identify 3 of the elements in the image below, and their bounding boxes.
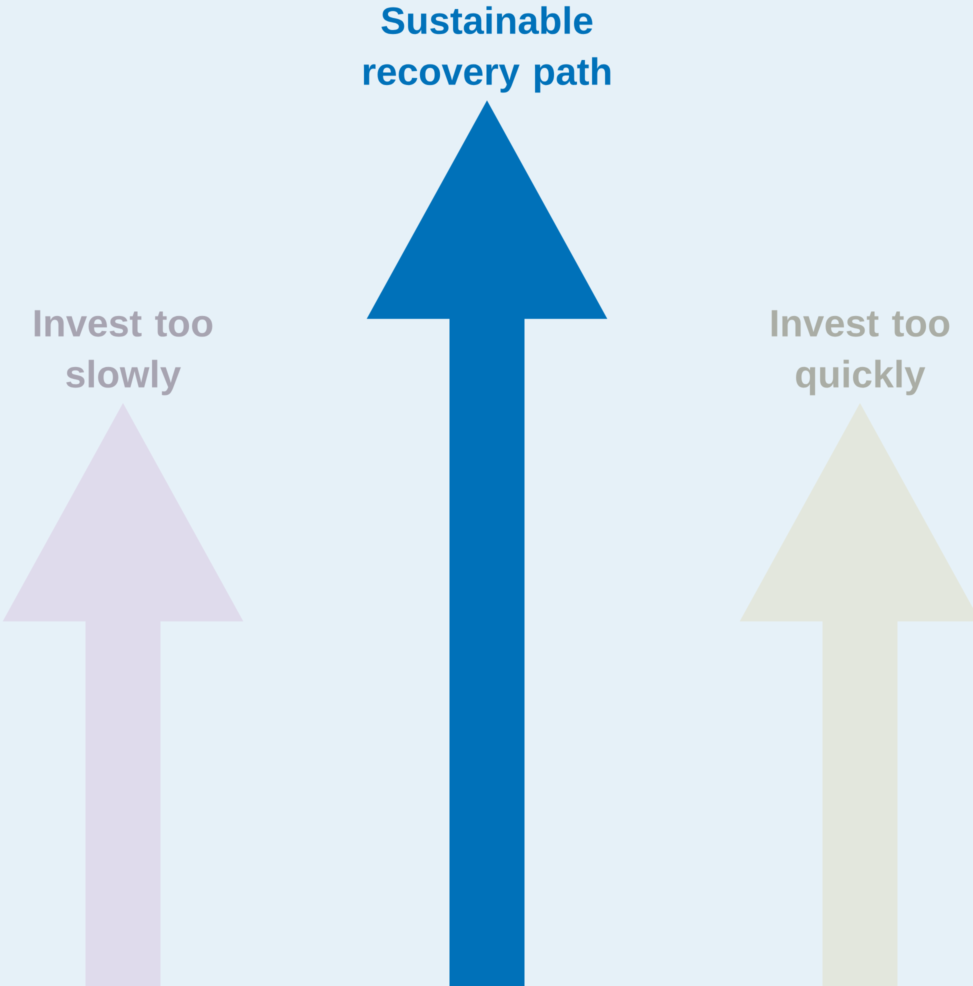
path-label: Invest too quickly: [772, 310, 950, 396]
path-label: Sustainable recovery path: [364, 6, 610, 93]
path-label: Invest too slowly: [34, 310, 212, 396]
